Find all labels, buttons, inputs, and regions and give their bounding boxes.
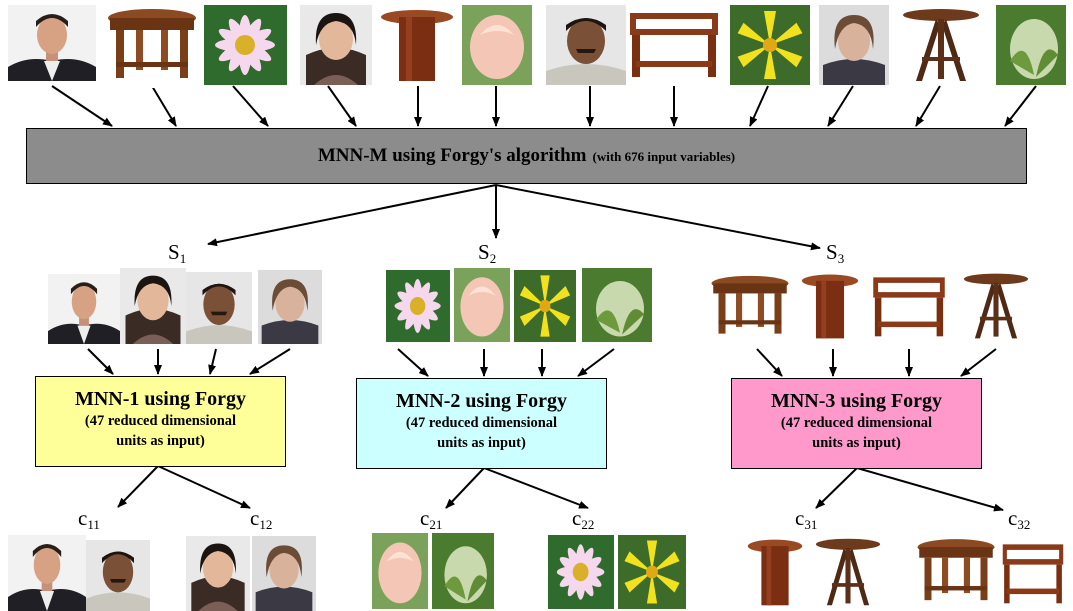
pedestal-table-icon [376,5,458,85]
tulip-bud-icon [454,268,510,342]
cluster-label-c12: c12 [250,506,273,532]
mnn-1-line2: (47 reduced dimensional [84,413,237,429]
mnn-2-title: MNN-2 using Forgy [395,390,568,412]
mnn-3-line3: units as input) [812,435,901,451]
face-woman-smiling-icon [300,5,372,85]
mnn-m-note: (with 676 input variables) [592,149,736,164]
face-man-mustache-icon [86,540,150,611]
face-man-mustache-icon [546,5,626,85]
subset-label-s3: S3 [826,240,845,266]
round-table-icon [914,533,998,609]
cluster-label-c11: c11 [78,506,100,532]
mnn-3-box: MNN-3 using Forgy (47 reduced dimensiona… [731,378,982,469]
green-bud-icon [996,5,1066,85]
mnn-3-line2: (47 reduced dimensional [780,415,933,431]
yellow-lily-icon [730,5,810,85]
mnn-1-title: MNN-1 using Forgy [74,388,247,410]
mnn-1-box: MNN-1 using Forgy (47 reduced dimensiona… [35,376,286,467]
cluster-label-c31: c31 [795,506,818,532]
face-woman-icon [252,536,316,611]
pedestal-table-icon [798,270,862,342]
face-woman-icon [258,270,322,344]
face-man-suit-icon [8,5,96,81]
face-man-mustache-icon [186,272,252,344]
mnn-1-line3: units as input) [116,433,205,449]
yellow-lily-icon [618,535,686,609]
tripod-table-icon [958,270,1034,342]
face-man-suit-icon [48,274,120,344]
mnn-m-box: MNN-M using Forgy's algorithm (with 676 i… [26,128,1027,184]
face-woman-smiling-icon [120,268,186,344]
mnn-m-label: MNN-M using Forgy's algorithm [317,145,587,166]
console-table-icon [626,5,722,81]
mnn-3-title: MNN-3 using Forgy [770,390,943,412]
console-table-icon [1000,537,1066,607]
tripod-table-icon [896,5,986,85]
mnn-2-line3: units as input) [437,435,526,451]
cluster-label-c32: c32 [1008,506,1031,532]
daisy-flower-icon [386,270,450,342]
cluster-label-c22: c22 [572,506,595,532]
yellow-lily-icon [514,270,576,342]
face-man-suit-icon [8,535,86,611]
face-woman-icon [819,5,889,85]
pedestal-table-icon [744,535,806,609]
console-table-icon [870,270,948,340]
tripod-table-icon [810,535,886,609]
round-table-icon [104,2,200,88]
subset-label-s1: S1 [168,240,187,266]
green-bud-icon [582,268,652,342]
round-table-icon [708,270,792,342]
cluster-label-c21: c21 [420,506,443,532]
tulip-bud-icon [372,533,428,609]
face-woman-smiling-icon [186,536,250,611]
mnn-2-line2: (47 reduced dimensional [405,415,558,431]
subset-label-s2: S2 [478,240,497,266]
green-bud-icon [432,533,494,609]
mnn-2-box: MNN-2 using Forgy (47 reduced dimensiona… [356,378,607,469]
daisy-flower-icon [548,535,614,609]
tulip-bud-icon [462,5,532,85]
daisy-flower-icon [204,5,287,85]
